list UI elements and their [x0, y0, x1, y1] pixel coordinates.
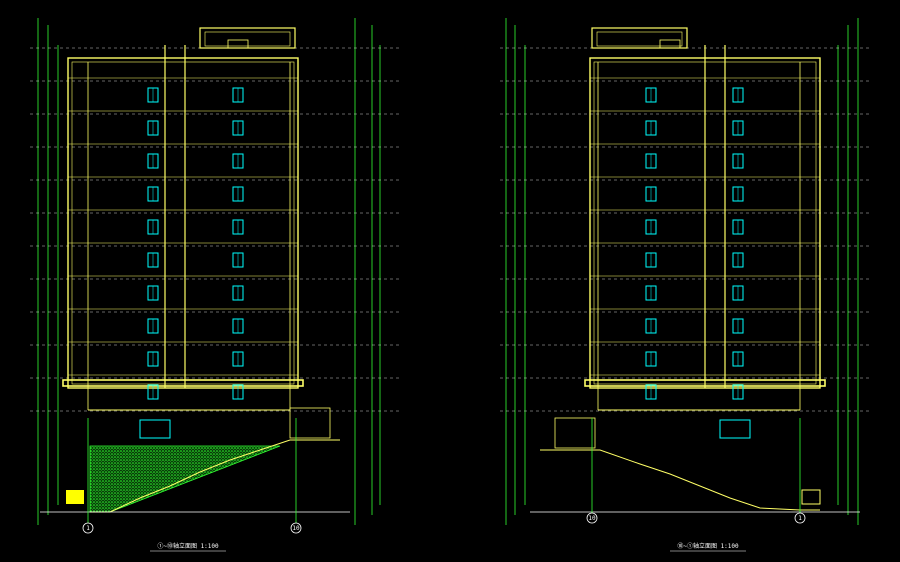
right-elevation: 10 1 ⑩~①轴立面图 1:100: [500, 18, 870, 552]
left-elevation: 1 10 ①~⑩轴立面图 1:100: [30, 18, 400, 552]
right-level-lines: [500, 47, 870, 412]
left-axis-end: 10: [292, 525, 300, 532]
right-axis-end: 1: [798, 515, 802, 522]
left-ground: [40, 419, 350, 513]
left-windows: [147, 87, 244, 400]
right-floor-lines: [590, 77, 820, 376]
left-building: [62, 27, 331, 439]
left-axis-bubbles: 1 10: [82, 418, 302, 534]
right-axis-start: 10: [588, 515, 596, 522]
right-dimension-lines: [505, 18, 859, 525]
right-axis-bubbles: 10 1: [586, 418, 806, 524]
right-windows: [645, 87, 744, 400]
left-axis-start: 1: [86, 525, 90, 532]
left-floor-lines: [68, 77, 298, 376]
left-dimension-lines: [37, 18, 381, 525]
right-elevation-title: ⑩~①轴立面图 1:100: [677, 542, 739, 550]
right-building: [554, 27, 826, 449]
right-ground: [530, 419, 860, 513]
left-level-lines: [30, 47, 400, 412]
left-elevation-title: ①~⑩轴立面图 1:100: [157, 542, 219, 550]
